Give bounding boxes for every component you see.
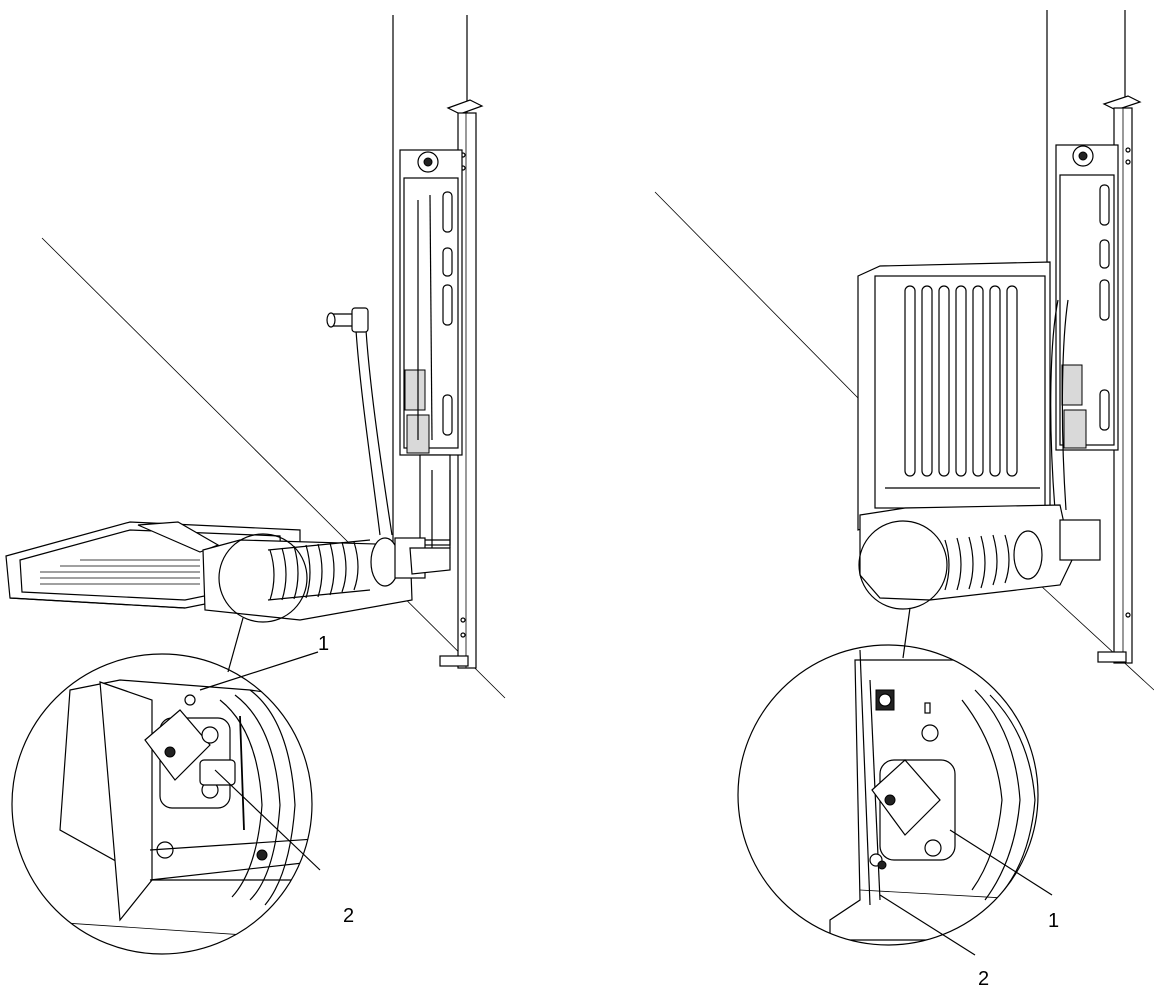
right-diagonal-line-lower (1039, 584, 1154, 691)
right-upright-tray (857, 261, 1101, 601)
right-magnified-detail (737, 644, 1039, 946)
right-callout-2-leader (879, 894, 976, 956)
left-hose (326, 307, 393, 536)
right-detail-marker-circle (858, 520, 948, 610)
right-lift-mechanism (1055, 144, 1119, 451)
right-callout-1-leader (949, 829, 1053, 896)
left-callout-2: 2 (343, 905, 354, 927)
left-detail-marker-circle (218, 533, 308, 623)
left-callout-1: 1 (318, 633, 329, 655)
left-callout-1-leader (199, 651, 319, 691)
left-magnified-detail (11, 653, 313, 955)
right-callout-2: 2 (978, 968, 989, 990)
right-diagonal-line-upper (654, 191, 861, 401)
right-assembly: 1 2 (654, 10, 1154, 990)
left-lift-mechanism (399, 149, 463, 546)
left-diagonal-line (41, 237, 506, 699)
left-tray (5, 470, 451, 621)
left-callout-2-leader (214, 769, 321, 871)
right-callout-1: 1 (1048, 910, 1059, 932)
right-detail-leader (902, 607, 911, 659)
left-assembly: 1 2 (5, 15, 506, 955)
left-detail-leader (227, 617, 244, 673)
